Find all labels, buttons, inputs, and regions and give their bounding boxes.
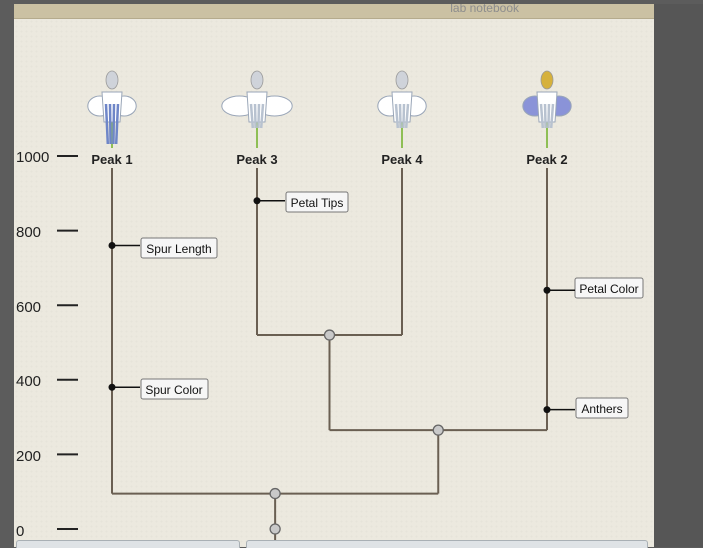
axis-tick-label: 200	[16, 448, 41, 465]
spur	[108, 103, 112, 145]
trait-box-petal-color[interactable]	[574, 277, 644, 299]
bottom-tab-1[interactable]	[16, 540, 240, 548]
flower-peak2-icon	[522, 70, 572, 148]
flower-peak3-icon	[221, 70, 293, 148]
trait-box-petal-tips[interactable]	[285, 191, 349, 213]
tree-node	[323, 329, 336, 341]
spur	[112, 103, 116, 145]
tree-node	[269, 523, 281, 535]
peak-label-2: Peak 2	[526, 152, 567, 167]
axis-tick-label: 1000	[16, 149, 49, 166]
right-edge	[654, 4, 703, 547]
spur	[539, 103, 545, 129]
trait-label-petal-color: Petal Color	[579, 282, 638, 296]
spur	[402, 103, 406, 129]
spur	[404, 103, 410, 129]
peak-label-1: Peak 1	[91, 152, 132, 167]
title-bar: lab notebook	[14, 4, 654, 19]
flower-peak1-icon	[87, 70, 137, 148]
trait-labels: Petal Tips Spur Length Petal Color Spur …	[140, 191, 644, 419]
spur	[104, 103, 110, 145]
spur	[259, 103, 265, 129]
tree-node	[432, 424, 444, 436]
spur	[257, 103, 261, 129]
spur	[249, 103, 255, 129]
trait-label-spur-length: Spur Length	[146, 242, 211, 256]
left-edge	[0, 0, 14, 547]
axis-tick-label: 600	[16, 299, 41, 316]
anthers	[540, 70, 554, 90]
flower-icons	[87, 70, 572, 148]
spur	[549, 103, 555, 129]
spur	[547, 103, 551, 129]
tree-node	[269, 487, 281, 500]
window-title: lab notebook	[450, 4, 519, 15]
spur	[394, 103, 400, 129]
spur	[543, 103, 547, 129]
axis-tick-label: 800	[16, 224, 41, 241]
spur	[253, 103, 257, 129]
axis-tick-label: 400	[16, 373, 41, 390]
anthers	[105, 70, 119, 90]
peak-label-3: Peak 3	[236, 152, 277, 167]
axis-tick-label: 0	[16, 523, 24, 540]
peak-label-4: Peak 4	[381, 152, 423, 167]
flower-peak4-icon	[377, 70, 427, 148]
trait-box-anthers[interactable]	[575, 397, 629, 419]
anthers	[250, 70, 264, 90]
y-axis: 1000 800 600 400 200 0	[16, 149, 78, 540]
trait-label-anthers: Anthers	[581, 402, 622, 416]
trait-label-petal-tips: Petal Tips	[291, 196, 344, 210]
spur	[398, 103, 402, 129]
tree-branches	[111, 168, 548, 540]
bottom-tab-2[interactable]	[246, 540, 648, 548]
trait-box-spur-color[interactable]	[140, 378, 209, 400]
spur	[114, 103, 120, 145]
trait-label-spur-color: Spur Color	[145, 383, 202, 397]
anthers	[395, 70, 409, 90]
trait-box-spur-length[interactable]	[140, 237, 218, 259]
bottom-tab-bar	[14, 540, 654, 548]
